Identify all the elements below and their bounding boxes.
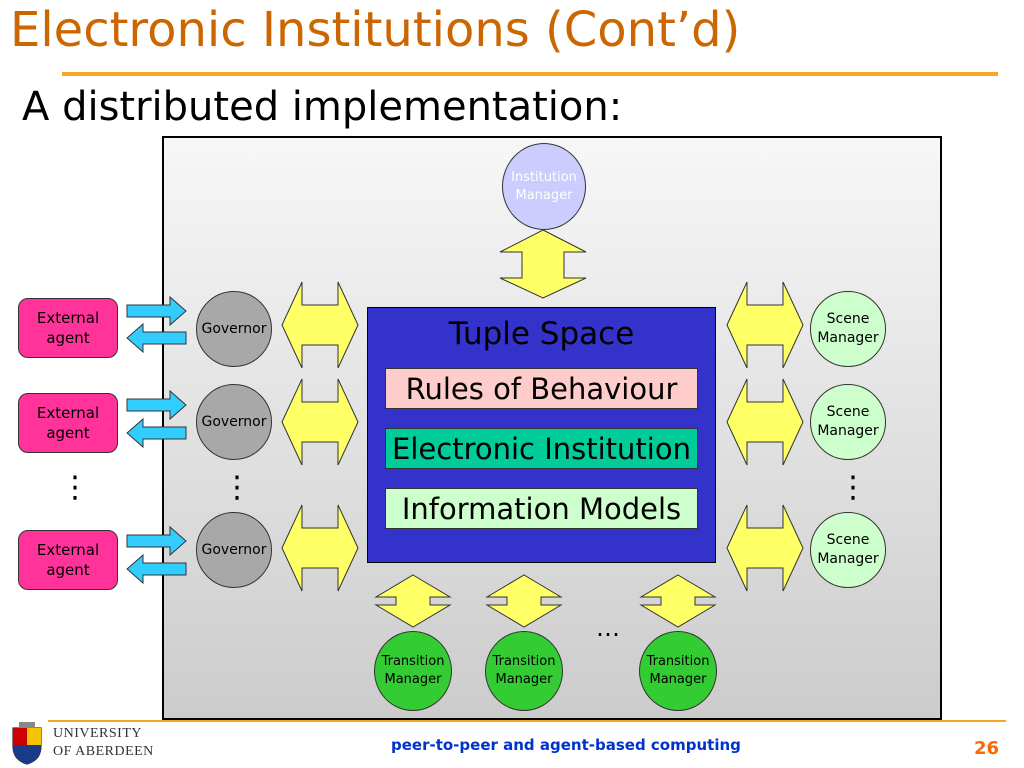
logo-line-2: OF ABERDEEN [53,744,154,759]
scene-manager-node: Scene Manager [810,291,886,367]
double-arrow-transition-1 [374,574,452,628]
agent-arrow-in-2 [126,417,187,449]
double-arrow-transition-2 [485,574,563,628]
university-logo: UNIVERSITY OF ABERDEEN [8,720,153,766]
double-arrow-transition-3 [639,574,717,628]
scene-manager-node: Scene Manager [810,512,886,588]
agent-arrow-in-3 [126,553,187,585]
external-agent-node: External agent [18,393,118,453]
double-arrow-scene-3 [726,504,804,592]
tuple-space-box: Tuple Space Rules of Behaviour Electroni… [367,307,716,563]
governor-node: Governor [196,384,272,460]
institution-manager-node: Institution Manager [502,143,586,230]
electronic-institution-layer: Electronic Institution [385,428,698,469]
agent-arrow-out-1 [126,295,187,327]
transition-manager-node: Transition Manager [485,631,563,711]
slide-title: Electronic Institutions (Cont’d) [10,2,741,58]
footer-text: peer-to-peer and agent-based computing [391,736,741,754]
tuple-space-title: Tuple Space [448,316,635,352]
agent-arrow-in-1 [126,322,187,354]
double-arrow-scene-1 [726,281,804,369]
scene-manager-ellipsis: ⋮ [838,470,868,505]
external-agent-ellipsis: ⋮ [60,470,90,505]
double-arrow-governor-3 [281,504,359,592]
transition-manager-node: Transition Manager [639,631,717,711]
crest-icon [12,722,42,765]
footer-rule [48,720,1006,722]
slide-subtitle: A distributed implementation: [22,84,623,130]
transition-manager-ellipsis: … [596,614,620,642]
double-arrow-governor-1 [281,281,359,369]
governor-node: Governor [196,291,272,367]
information-models-layer: Information Models [385,488,698,529]
scene-manager-node: Scene Manager [810,384,886,460]
double-arrow-institution [499,229,587,299]
title-underline [62,72,998,76]
rules-of-behaviour-layer: Rules of Behaviour [385,368,698,409]
logo-line-1: UNIVERSITY [53,726,142,741]
governor-node: Governor [196,512,272,588]
double-arrow-scene-2 [726,378,804,466]
external-agent-node: External agent [18,298,118,358]
double-arrow-governor-2 [281,378,359,466]
page-number: 26 [974,738,1000,759]
transition-manager-node: Transition Manager [374,631,452,711]
external-agent-node: External agent [18,530,118,590]
governor-ellipsis: ⋮ [222,470,252,505]
agent-arrow-out-2 [126,389,187,421]
agent-arrow-out-3 [126,525,187,557]
